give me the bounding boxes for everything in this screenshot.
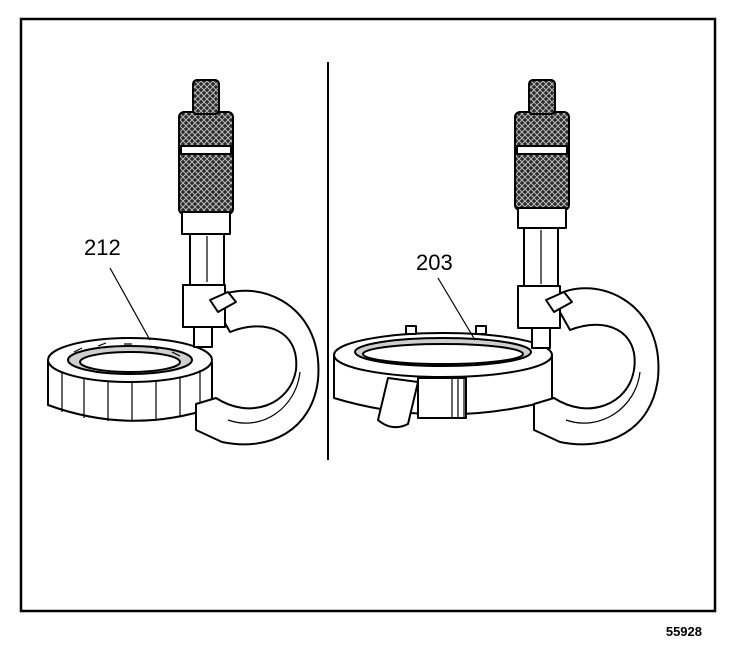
- callout-212: 212: [84, 235, 121, 260]
- callout-203: 203: [416, 250, 453, 275]
- leader-line-212: [109, 267, 151, 341]
- micrometer-right: [514, 79, 660, 446]
- right-panel: 203: [333, 79, 660, 446]
- bearing-ring-203: [333, 325, 553, 429]
- bearing-ring-212: [47, 337, 213, 422]
- micrometer-left: [178, 79, 320, 446]
- left-panel: 212: [47, 79, 320, 446]
- leader-line-203: [437, 277, 476, 341]
- figure-frame: [19, 17, 717, 613]
- figure-number: 55928: [666, 624, 702, 639]
